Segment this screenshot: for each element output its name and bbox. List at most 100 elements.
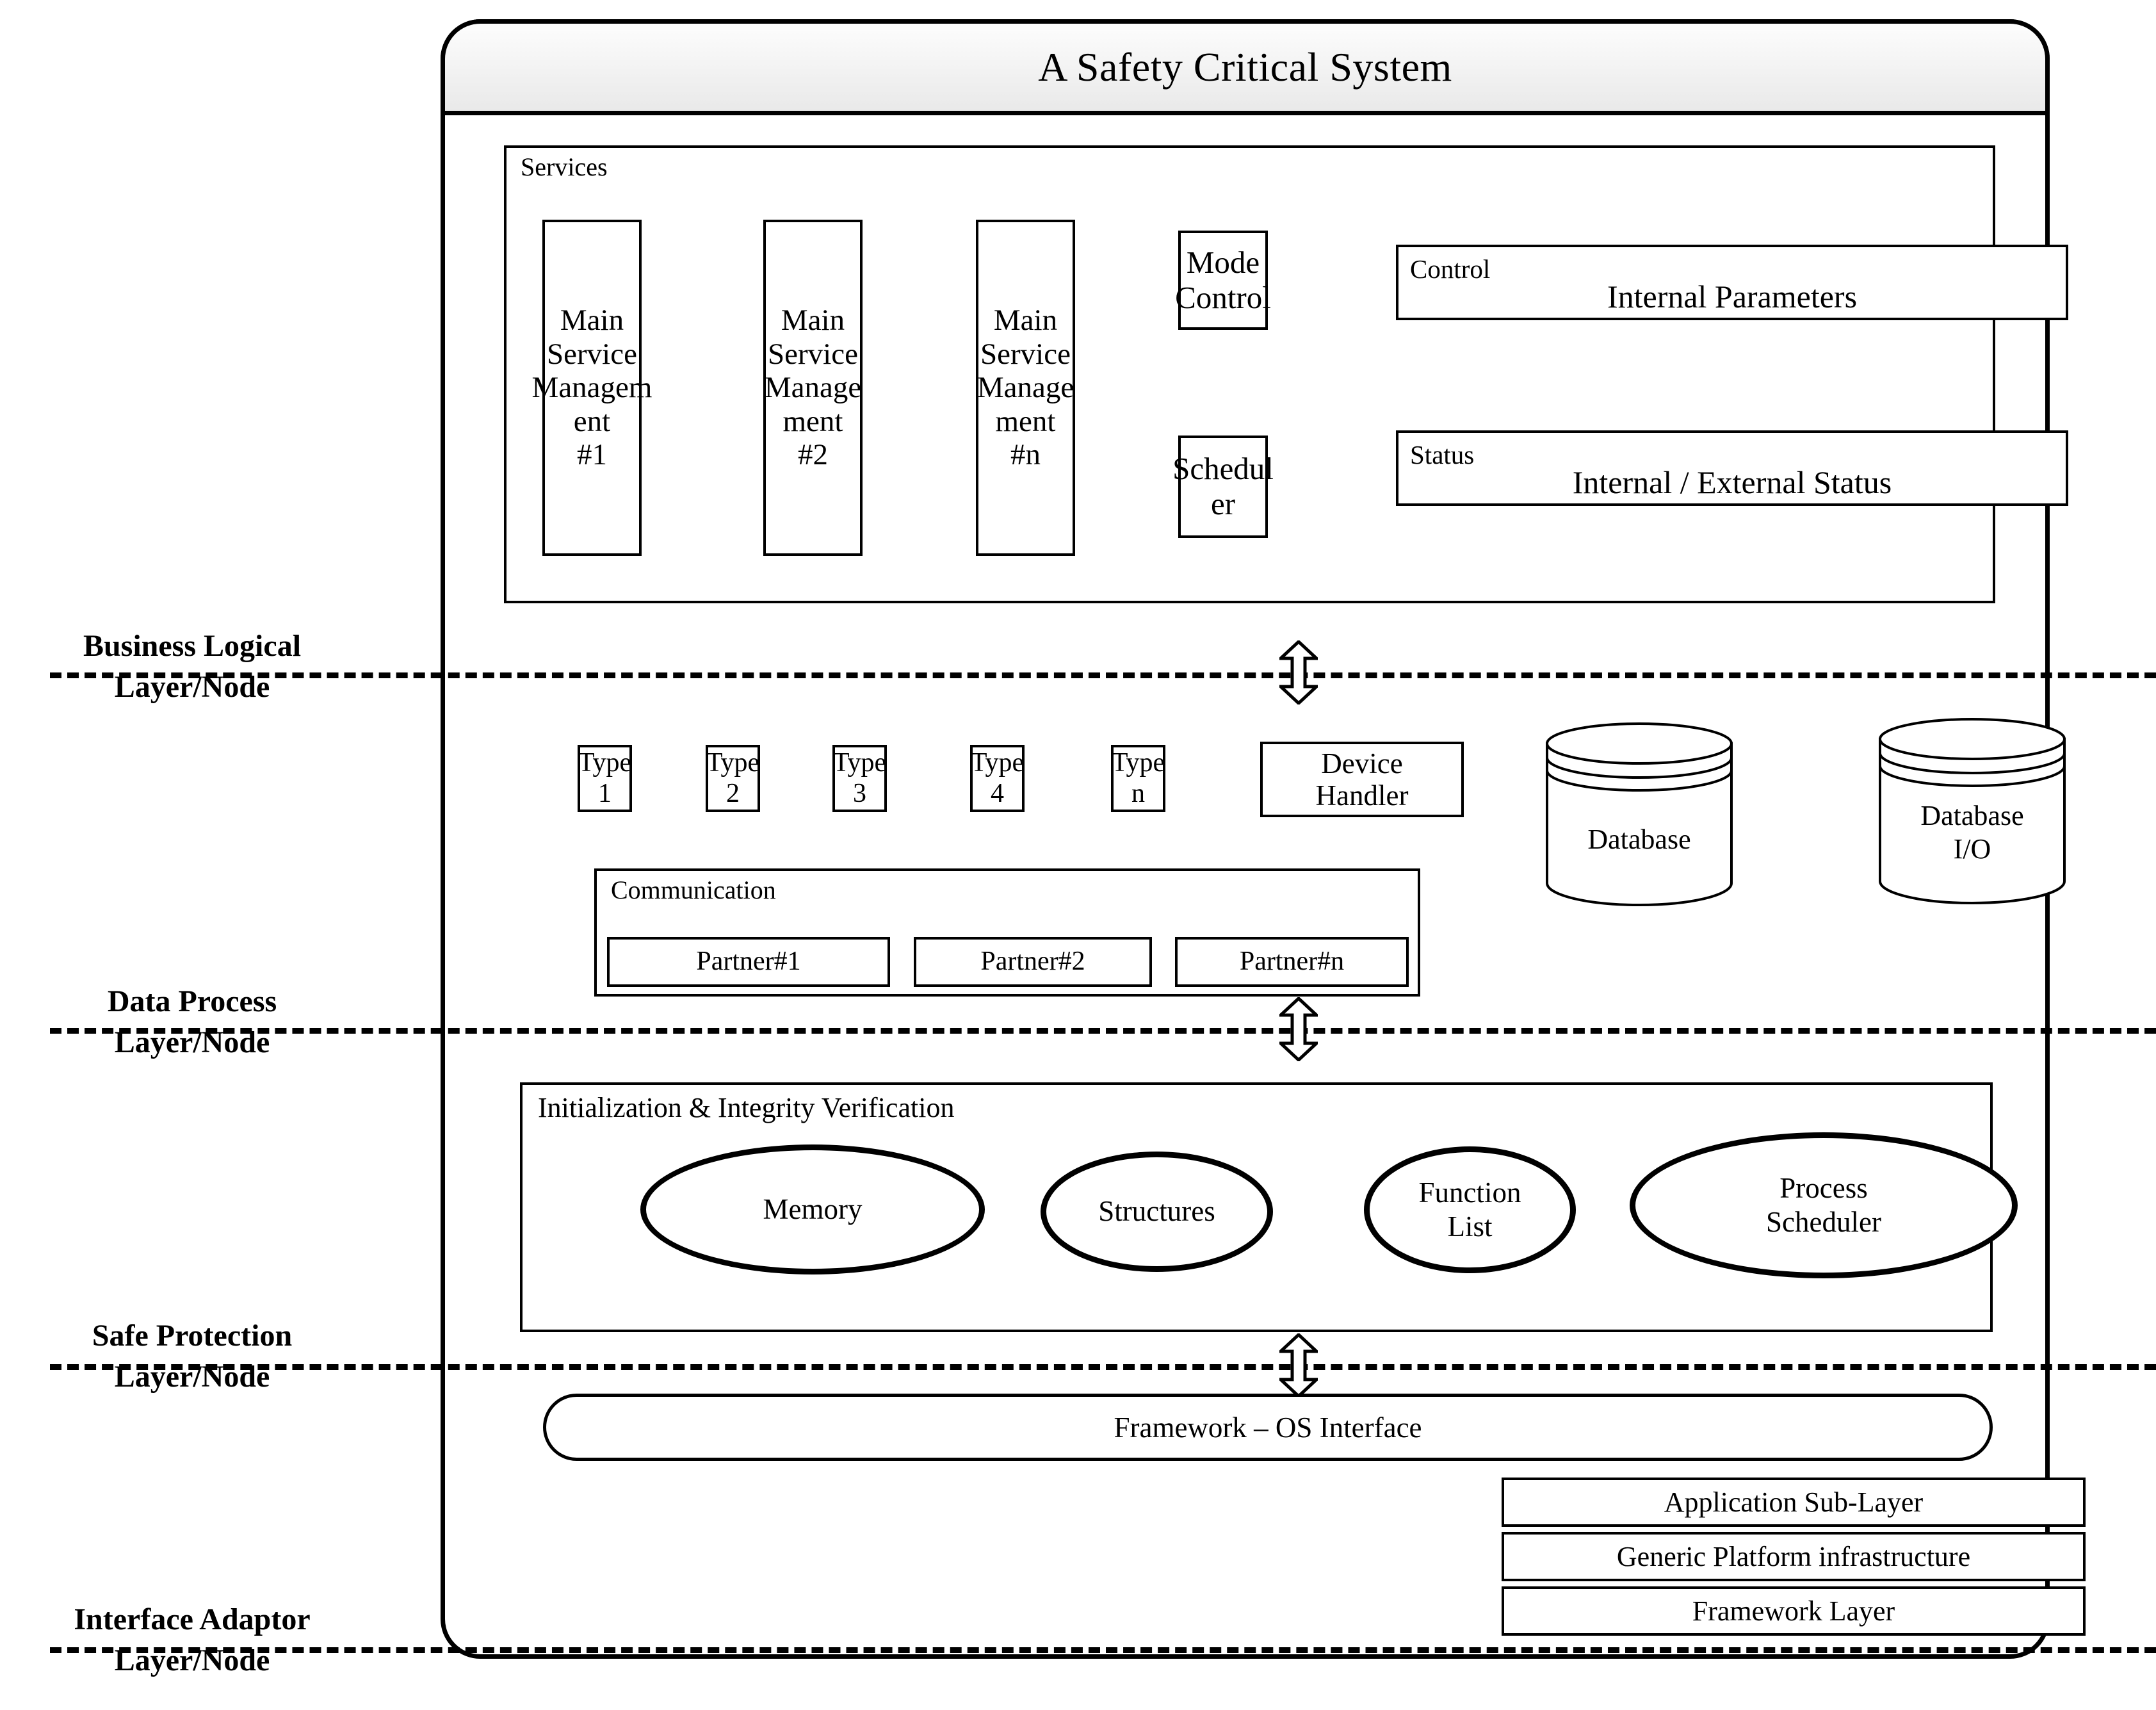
type-box-4[interactable]: Type 4 xyxy=(970,745,1025,812)
double-arrow-icon-business-logical xyxy=(1279,640,1318,704)
layer-label-safe-protection-line2: Layer/Node xyxy=(114,1360,270,1394)
layer-label-data-process-line2: Layer/Node xyxy=(114,1025,270,1059)
partner-box-n[interactable]: Partner#n xyxy=(1175,937,1409,987)
memory-ellipse[interactable]: Memory xyxy=(640,1144,985,1274)
layer-label-data-process: Data Process Layer/Node xyxy=(26,986,359,1058)
layer-label-interface-adaptor-line2: Layer/Node xyxy=(114,1643,270,1677)
layer-label-business-logical: Business Logical Layer/Node xyxy=(26,631,359,703)
msm1-line4: ent xyxy=(573,404,611,438)
msmn-line1: Main xyxy=(993,303,1058,337)
separator-interface-adaptor xyxy=(50,1647,2156,1653)
type-3-line1: Type xyxy=(832,748,887,778)
communication-label: Communication xyxy=(611,875,776,904)
type-4-line2: 4 xyxy=(991,778,1004,808)
process-scheduler-line1: Process xyxy=(1779,1171,1868,1204)
type-4-line1: Type xyxy=(970,748,1025,778)
type-n-line2: n xyxy=(1131,778,1145,808)
type-1-line2: 1 xyxy=(598,778,612,808)
partner-box-1[interactable]: Partner#1 xyxy=(607,937,890,987)
status-box-value: Internal / External Status xyxy=(1572,464,1892,500)
msmn-line2: Service xyxy=(980,337,1071,371)
structures-label: Structures xyxy=(1098,1195,1215,1228)
structures-ellipse[interactable]: Structures xyxy=(1041,1152,1273,1272)
partner-2-label: Partner#2 xyxy=(980,947,1085,977)
msmn-line5: #n xyxy=(1010,438,1041,472)
control-parameters-box[interactable]: Control Internal Parameters xyxy=(1396,245,2068,320)
type-n-line1: Type xyxy=(1111,748,1165,778)
scheduler-line1: Schedul xyxy=(1172,451,1274,487)
layer-label-interface-adaptor: Interface Adaptor Layer/Node xyxy=(26,1604,359,1676)
msm1-line2: Service xyxy=(547,337,637,371)
msm1-line1: Main xyxy=(560,303,624,337)
separator-safe-protection xyxy=(50,1364,2156,1370)
msmn-line4: ment xyxy=(995,404,1056,438)
main-service-management-1[interactable]: Main Service Managem ent #1 xyxy=(532,220,652,556)
double-arrow-icon-data-process xyxy=(1279,997,1318,1061)
type-2-line2: 2 xyxy=(726,778,740,808)
generic-platform-infrastructure-label: Generic Platform infrastructure xyxy=(1616,1541,1971,1572)
database-cylinder-shape xyxy=(1546,722,1733,906)
control-box-value: Internal Parameters xyxy=(1607,279,1858,314)
device-handler-line2: Handler xyxy=(1315,779,1409,811)
application-sub-layer-label: Application Sub-Layer xyxy=(1664,1486,1924,1518)
msm1-line5: #1 xyxy=(577,438,607,472)
process-scheduler-ellipse[interactable]: Process Scheduler xyxy=(1630,1132,2018,1278)
scheduler-box[interactable]: Schedul er xyxy=(1172,436,1274,538)
scheduler-line2: er xyxy=(1210,486,1236,521)
database-io-cylinder[interactable]: Database I/O xyxy=(1876,716,2068,905)
application-sub-layer-box[interactable]: Application Sub-Layer xyxy=(1502,1478,2086,1527)
layer-label-interface-adaptor-line1: Interface Adaptor xyxy=(74,1602,311,1636)
separator-business-logical xyxy=(50,672,2156,678)
function-list-ellipse[interactable]: Function List xyxy=(1364,1146,1576,1273)
partner-n-label: Partner#n xyxy=(1239,947,1345,977)
type-box-1[interactable]: Type 1 xyxy=(578,745,632,812)
database-io-label-line2: I/O xyxy=(1953,833,1991,865)
status-box[interactable]: Status Internal / External Status xyxy=(1396,430,2068,506)
mode-control-line2: Control xyxy=(1175,279,1271,315)
partner-box-2[interactable]: Partner#2 xyxy=(914,937,1152,987)
msm2-line2: Service xyxy=(768,337,858,371)
database-io-label-line1: Database xyxy=(1920,800,2024,831)
database-label: Database xyxy=(1587,824,1691,855)
layer-label-business-logical-line2: Layer/Node xyxy=(114,670,270,704)
partner-1-label: Partner#1 xyxy=(696,947,801,977)
layer-label-safe-protection: Safe Protection Layer/Node xyxy=(26,1321,359,1392)
services-section-label: Services xyxy=(521,152,608,181)
layer-label-data-process-line1: Data Process xyxy=(107,984,277,1018)
framework-layer-box[interactable]: Framework Layer xyxy=(1502,1586,2086,1636)
msm1-line3: Managem xyxy=(531,371,652,405)
type-3-line2: 3 xyxy=(853,778,866,808)
main-service-management-n[interactable]: Main Service Manage ment #n xyxy=(976,220,1075,556)
type-box-3[interactable]: Type 3 xyxy=(832,745,887,812)
control-box-label: Control xyxy=(1410,254,1491,284)
msm2-line1: Main xyxy=(781,303,845,337)
function-list-line1: Function xyxy=(1418,1176,1521,1209)
system-header: A Safety Critical System xyxy=(441,19,2050,115)
initialization-integrity-label: Initialization & Integrity Verification xyxy=(538,1092,955,1123)
type-1-line1: Type xyxy=(578,748,632,778)
layer-label-business-logical-line1: Business Logical xyxy=(83,629,302,663)
memory-label: Memory xyxy=(763,1193,863,1225)
process-scheduler-line2: Scheduler xyxy=(1766,1206,1881,1238)
msmn-line3: Manage xyxy=(977,371,1074,405)
framework-os-interface-label: Framework – OS Interface xyxy=(1114,1411,1422,1444)
msm2-line3: Manage xyxy=(764,371,862,405)
database-io-cylinder-shape xyxy=(1879,718,2066,904)
device-handler-box[interactable]: Device Handler xyxy=(1260,742,1464,817)
database-cylinder[interactable]: Database xyxy=(1543,721,1735,906)
msm2-line5: #2 xyxy=(798,438,828,472)
type-box-n[interactable]: Type n xyxy=(1111,745,1165,812)
main-service-management-2[interactable]: Main Service Manage ment #2 xyxy=(763,220,863,556)
page-title: A Safety Critical System xyxy=(1038,44,1452,90)
double-arrow-icon-safe-protection xyxy=(1279,1333,1318,1397)
framework-os-interface-box[interactable]: Framework – OS Interface xyxy=(543,1394,1993,1461)
msm2-line4: ment xyxy=(782,404,843,438)
generic-platform-infrastructure-box[interactable]: Generic Platform infrastructure xyxy=(1502,1532,2086,1581)
layer-label-safe-protection-line1: Safe Protection xyxy=(92,1319,293,1353)
status-box-label: Status xyxy=(1410,440,1475,469)
mode-control-box[interactable]: Mode Control xyxy=(1175,231,1271,330)
type-box-2[interactable]: Type 2 xyxy=(706,745,760,812)
mode-control-line1: Mode xyxy=(1186,244,1260,280)
type-2-line1: Type xyxy=(706,748,760,778)
